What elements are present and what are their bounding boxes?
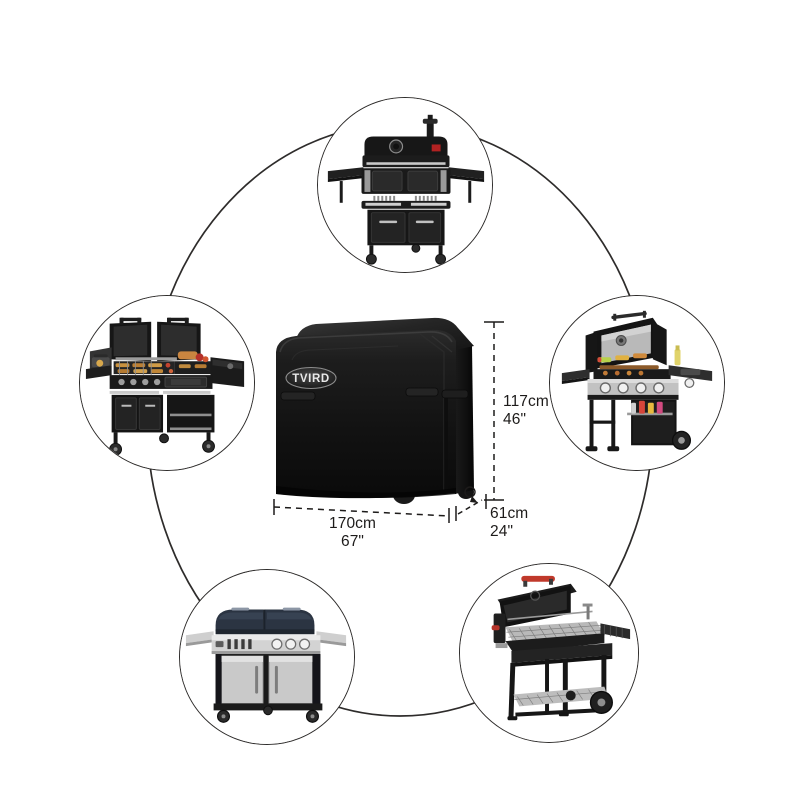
gas-grill-open-lid-four-burner-illustration bbox=[550, 296, 724, 470]
grill-circle-bottom-right[interactable] bbox=[459, 563, 639, 743]
width-dimension-line bbox=[273, 506, 450, 517]
grill-cover-illustration: TVIRD bbox=[276, 317, 474, 504]
width-dimension-label: 170cm 67" bbox=[329, 515, 377, 551]
grill-circle-top[interactable] bbox=[317, 97, 493, 273]
depth-dimension-label: 61cm 24" bbox=[490, 505, 529, 541]
cover-brand-logo-text: TVIRD bbox=[292, 373, 330, 385]
black-charcoal-grill-with-chimney-illustration bbox=[318, 98, 492, 272]
depth-dimension-line bbox=[457, 499, 483, 515]
grill-circle-left[interactable] bbox=[79, 295, 255, 471]
height-dimension-label: 117cm 46" bbox=[503, 393, 549, 429]
grill-circle-bottom-left[interactable] bbox=[179, 569, 355, 745]
stainless-steel-gas-grill-closed-lid-illustration bbox=[180, 570, 354, 744]
charcoal-barbecue-cart-red-handle-illustration bbox=[460, 564, 638, 742]
grill-circle-right[interactable] bbox=[549, 295, 725, 471]
large-combo-grill-open-lids-illustration bbox=[80, 296, 254, 470]
